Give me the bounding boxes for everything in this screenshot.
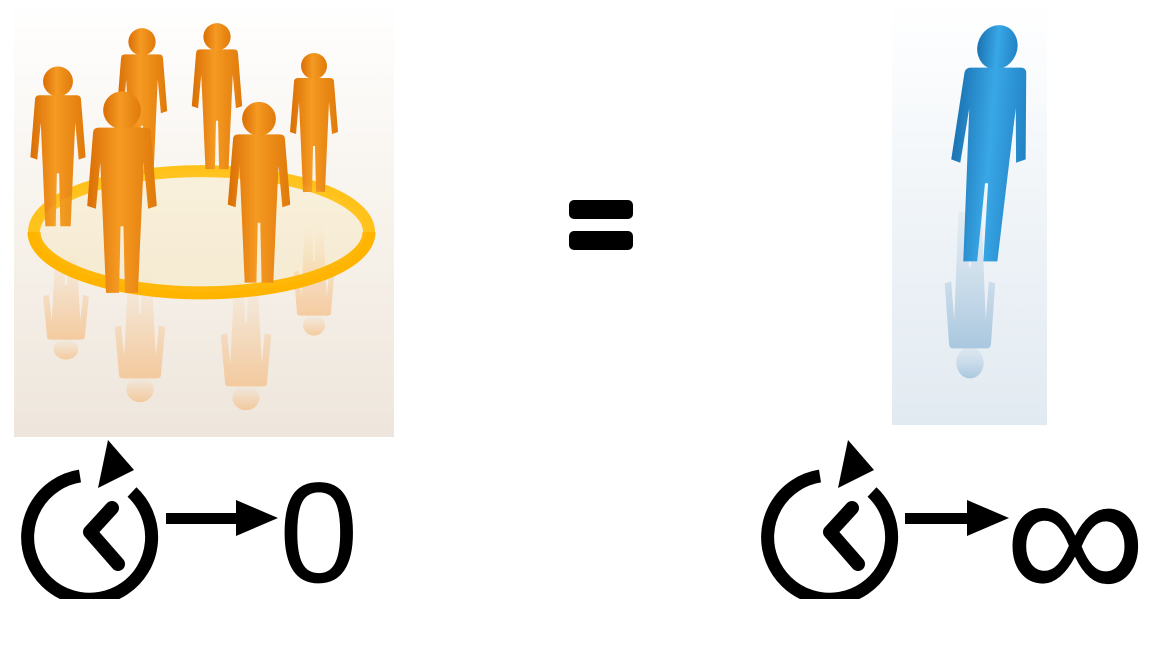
restart-timer-icon	[20, 440, 165, 599]
equals-bar-bottom	[569, 231, 633, 250]
right-arrow-icon	[905, 496, 1009, 540]
equals-icon	[569, 200, 633, 250]
limit-value-zero: 0	[279, 462, 359, 605]
blue-person-icon	[892, 0, 1047, 425]
limit-value-infinity: ∞	[1004, 436, 1147, 636]
right-arrow-icon	[166, 496, 278, 540]
group-people-image	[14, 0, 394, 437]
restart-timer-icon	[760, 440, 905, 599]
equals-bar-top	[569, 200, 633, 219]
single-person-image	[892, 0, 1047, 425]
orange-people-icon	[14, 0, 394, 437]
